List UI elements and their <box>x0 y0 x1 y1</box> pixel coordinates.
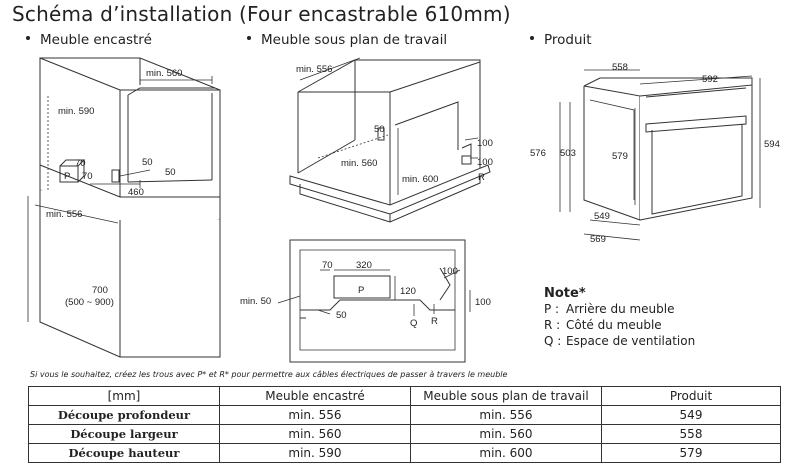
dimension-label: 549 <box>594 211 610 222</box>
table-cell: min. 560 <box>219 424 411 444</box>
table-row: Découpe largeur min. 560 min. 560 558 <box>28 424 781 444</box>
built-in-cabinet-diagram: min. 560 min. 590 70 70 P 50 50 460 min.… <box>27 57 221 358</box>
legend-note: Note* P : Arrière du meuble R : Côté du me… <box>544 286 695 349</box>
table-cell: 549 <box>601 405 781 425</box>
dimension-label: 503 <box>560 148 576 159</box>
dimension-label: P <box>358 285 364 296</box>
dimension-label: 700 <box>92 285 108 296</box>
table-cell: min. 600 <box>410 443 602 463</box>
dimension-label: min. 590 <box>58 106 94 117</box>
dimension-label: 594 <box>764 139 780 150</box>
table-cell: 558 <box>601 424 781 444</box>
dimension-label: P <box>64 171 70 182</box>
dimension-label: (500 ~ 900) <box>65 297 114 308</box>
table-header: Produit <box>601 386 781 406</box>
dimension-label: 50 <box>374 124 385 135</box>
section-header-under-counter: Meuble sous plan de travail <box>247 32 447 48</box>
table-cell: 579 <box>601 443 781 463</box>
note-value: Arrière du meuble <box>566 302 675 316</box>
dimension-label: Q <box>410 318 417 329</box>
table-cell: min. 560 <box>410 424 602 444</box>
dimension-label: 100 <box>477 157 493 168</box>
dimension-label: 579 <box>612 151 628 162</box>
note-value: Espace de ventilation <box>566 334 696 348</box>
dimension-label: min. 556 <box>46 209 82 220</box>
note-key: Q : <box>544 334 562 348</box>
dimension-label: 50 <box>336 310 347 321</box>
dimension-label: R <box>431 316 438 327</box>
product-oven-diagram: 558 592 576 503 579 594 549 569 <box>530 62 780 245</box>
under-counter-plan-diagram: 70 320 100 P 120 100 min. 50 50 Q R <box>240 239 491 363</box>
note-key: P : <box>544 302 560 316</box>
dimension-label: min. 560 <box>341 158 377 169</box>
table-row-label: Découpe hauteur <box>28 443 220 463</box>
footnote: Si vous le souhaitez, créez les trous av… <box>30 370 508 379</box>
note-row: P : Arrière du meuble <box>544 301 695 317</box>
note-title: Note* <box>544 286 586 301</box>
section-label: Produit <box>544 32 592 48</box>
dimension-label: min. 600 <box>402 174 438 185</box>
dimension-label: 558 <box>612 62 628 73</box>
table-row: Découpe profondeur min. 556 min. 556 549 <box>28 405 781 425</box>
section-header-product: Produit <box>530 32 592 48</box>
dimension-label: 320 <box>356 260 372 271</box>
page-title: Schéma d’installation (Four encastrable … <box>12 2 511 26</box>
section-header-built-in: Meuble encastré <box>26 32 152 48</box>
dimension-label: 50 <box>165 167 176 178</box>
dimension-label: 50 <box>142 157 153 168</box>
dimension-label: 592 <box>702 74 718 85</box>
section-label: Meuble encastré <box>40 32 152 48</box>
note-key: R : <box>544 318 561 332</box>
dimension-label: min. 556 <box>296 64 332 75</box>
table-header-row: [mm] Meuble encastré Meuble sous plan de… <box>28 386 781 406</box>
dimension-label: 120 <box>400 286 416 297</box>
table-header: Meuble encastré <box>219 386 411 406</box>
dimension-label: 460 <box>128 187 144 198</box>
dimension-label: 100 <box>442 266 458 277</box>
dimension-table: [mm] Meuble encastré Meuble sous plan de… <box>28 386 781 463</box>
table-header: Meuble sous plan de travail <box>410 386 602 406</box>
dimension-label: min. 560 <box>146 68 182 79</box>
note-row: R : Côté du meuble <box>544 317 695 333</box>
under-counter-diagram: min. 556 50 min. 560 min. 600 100 100 R <box>289 57 493 223</box>
table-row-label: Découpe largeur <box>28 424 220 444</box>
dimension-label: 100 <box>475 297 491 308</box>
dimension-label: R <box>478 172 485 183</box>
dimension-label: 70 <box>322 260 333 271</box>
table-cell: min. 590 <box>219 443 411 463</box>
table-cell: min. 556 <box>219 405 411 425</box>
dimension-label: 569 <box>590 234 606 245</box>
dimension-label: 100 <box>477 138 493 149</box>
dimension-label: 70 <box>82 171 93 182</box>
table-cell: min. 556 <box>410 405 602 425</box>
dimension-label: 576 <box>530 148 546 159</box>
dimension-label: min. 50 <box>240 296 271 307</box>
table-header: [mm] <box>28 386 220 406</box>
note-row: Q : Espace de ventilation <box>544 333 695 349</box>
section-label: Meuble sous plan de travail <box>261 32 448 48</box>
note-value: Côté du meuble <box>566 318 662 332</box>
dimension-label: 70 <box>75 158 86 169</box>
table-row: Découpe hauteur min. 590 min. 600 579 <box>28 443 781 463</box>
table-row-label: Découpe profondeur <box>28 405 220 425</box>
